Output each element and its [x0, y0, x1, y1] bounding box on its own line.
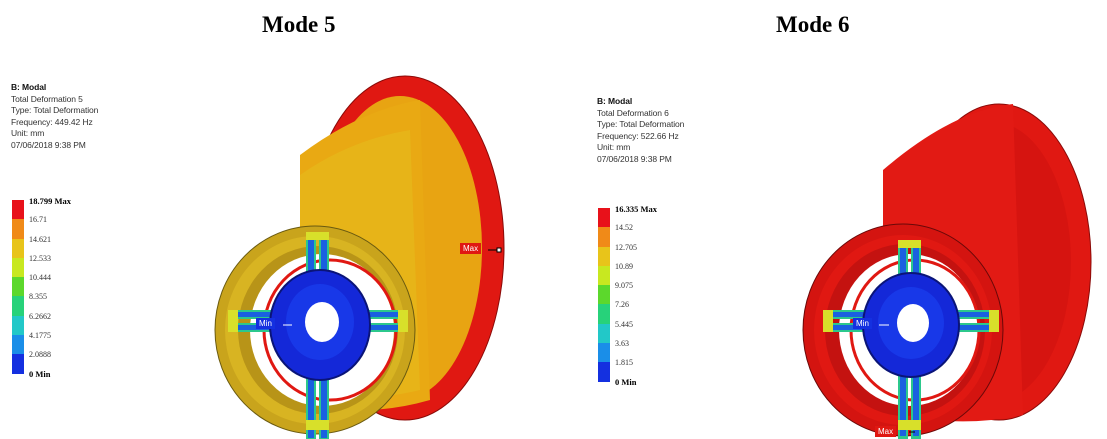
legend-label: 1.815	[615, 358, 633, 368]
legend-min-label: 0 Min	[615, 376, 637, 387]
mode-5-color-legend: 18.799 Max 16.71 14.621 12.533 10.444 8.355 6.…	[12, 196, 92, 379]
legend-swatch	[598, 208, 610, 228]
legend-label: 10.89	[615, 261, 633, 271]
legend-swatch	[12, 238, 24, 258]
legend-row: 16.71	[12, 215, 92, 239]
legend-label: 7.26	[615, 300, 629, 310]
legend-label: 18.799 Max	[29, 196, 72, 206]
legend-label: 5.445	[615, 319, 633, 329]
legend-row: 14.52	[598, 223, 678, 247]
mode-6-info-block: B: Modal Total Deformation 6 Type: Total…	[597, 96, 684, 165]
legend-label: 2.0888	[29, 350, 51, 360]
legend-label: 14.621	[29, 234, 51, 244]
legend-row: 8.355	[12, 292, 92, 316]
info-line: Total Deformation 6	[597, 107, 669, 118]
legend-min-label: 0 Min	[29, 368, 51, 379]
legend-label: 12.533	[29, 253, 51, 263]
legend-label: 16.335 Max	[615, 204, 658, 214]
legend-row: 18.799 Max	[12, 196, 92, 220]
legend-swatch	[598, 323, 610, 344]
mode-5-panel: B: Modal Total Deformation 5 Type: Total…	[0, 0, 553, 439]
legend-swatch	[598, 265, 610, 286]
min-tag: Min	[256, 318, 275, 329]
legend-label: 9.075	[615, 281, 633, 291]
legend-swatch	[598, 304, 610, 324]
legend-label: 10.444	[29, 273, 51, 283]
legend-label: 6.2662	[29, 311, 51, 321]
info-line: 07/06/2018 9:38 PM	[11, 139, 86, 150]
info-line: Unit: mm	[597, 142, 631, 152]
min-tag: Min	[853, 318, 872, 329]
legend-swatch	[12, 335, 24, 355]
legend-row: 4.1775	[12, 331, 92, 355]
legend-label: 8.355	[29, 292, 47, 302]
info-line: Frequency: 449.42 Hz	[11, 116, 93, 127]
legend-row: 16.335 Max	[598, 204, 678, 228]
info-line: Type: Total Deformation	[11, 105, 99, 115]
legend-label: 14.52	[615, 223, 633, 233]
legend-label: 4.1775	[29, 331, 51, 341]
legend-swatch	[12, 200, 24, 220]
legend-label: 16.71	[29, 215, 47, 225]
legend-swatch	[598, 362, 610, 382]
legend-row: 14.621	[12, 235, 92, 258]
info-line: Type: Total Deformation	[597, 119, 685, 129]
info-line: Unit: mm	[11, 128, 45, 138]
info-line: 07/06/2018 9:38 PM	[597, 153, 672, 164]
mode-6-panel: B: Modal Total Deformation 6 Type: Total…	[553, 0, 1107, 439]
mode-5-info-block: B: Modal Total Deformation 5 Type: Total…	[11, 82, 98, 151]
max-tag: Max	[460, 243, 482, 254]
legend-row: 2.0888	[12, 350, 92, 374]
legend-swatch	[12, 277, 24, 297]
mode-6-color-legend: 16.335 Max 14.52 12.705 10.89 9.075 7.26 5.445…	[598, 204, 678, 387]
legend-label: 12.705	[615, 242, 637, 252]
legend-swatch	[12, 354, 24, 374]
legend-row: 7.26	[598, 300, 678, 324]
legend-row: 3.63	[598, 339, 678, 363]
legend-row: 9.075	[598, 281, 678, 305]
legend-swatch	[12, 219, 24, 239]
info-line: Total Deformation 5	[11, 93, 83, 104]
mode-6-title: Mode 6	[776, 12, 850, 37]
legend-row: 12.533	[12, 254, 92, 278]
legend-row: 1.815	[598, 358, 678, 382]
legend-row: 12.705	[598, 243, 678, 266]
legend-row: 5.445	[598, 320, 678, 344]
legend-swatch	[12, 296, 24, 316]
legend-swatch	[598, 227, 610, 247]
legend-swatch	[12, 257, 24, 278]
mode-6-wheel-render	[802, 103, 1092, 439]
mode-5-wheel-render	[214, 75, 505, 439]
legend-swatch	[598, 343, 610, 363]
legend-row: 10.444	[12, 273, 92, 297]
hub-bore	[305, 302, 339, 342]
legend-label: 3.63	[615, 339, 629, 349]
legend-swatch	[12, 315, 24, 336]
max-tag: Max	[875, 426, 897, 437]
mode-5-title: Mode 5	[262, 12, 336, 37]
legend-row: 10.89	[598, 262, 678, 286]
info-heading: B: Modal	[11, 82, 47, 92]
legend-row: 6.2662	[12, 312, 92, 336]
hub-bore	[897, 304, 929, 342]
info-line: Frequency: 522.66 Hz	[597, 130, 679, 141]
legend-swatch	[598, 285, 610, 305]
legend-swatch	[598, 246, 610, 266]
info-heading: B: Modal	[597, 96, 633, 106]
